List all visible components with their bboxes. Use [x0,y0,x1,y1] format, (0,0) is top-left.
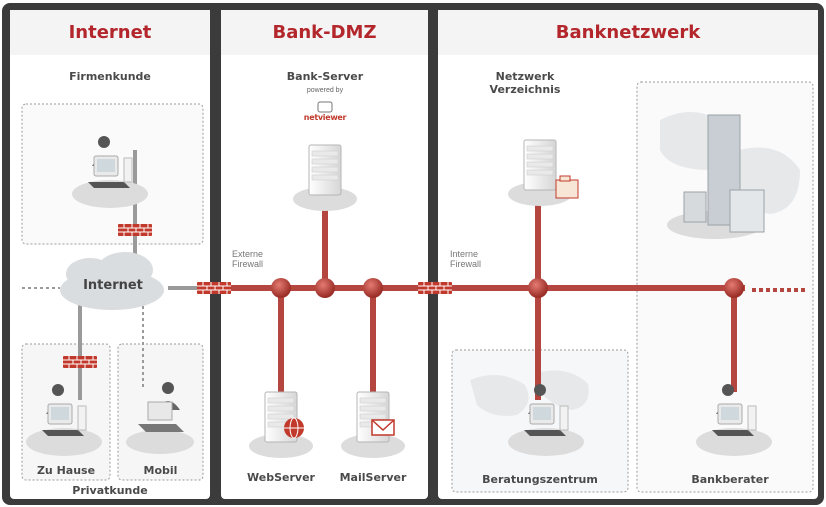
label-webserver: WebServer [247,471,315,484]
brick-wall-icon [62,355,98,369]
zone-title-bank: Banknetzwerk [555,22,701,43]
zone-title-internet: Internet [68,22,152,43]
brick-wall-icon [417,281,453,295]
folder-icon [555,175,579,199]
node-2 [315,278,335,298]
label-interne-firewall: Interne Firewall [450,249,510,269]
label-firmenkunde: Firmenkunde [69,70,151,83]
label-mobil: Mobil [143,464,178,477]
label-interne-line2: Firewall [450,259,482,269]
label-internet-cloud: Internet [83,278,143,293]
label-externe-firewall: Externe Firewall [232,249,292,269]
brick-wall-icon [117,223,153,237]
label-externe-line1: Externe [232,249,264,259]
zone-title-dmz: Bank-DMZ [272,22,377,43]
globe-icon [284,417,304,439]
label-beratungszentrum: Beratungszentrum [482,473,598,486]
title-bar-dmz [221,10,428,55]
node-5 [724,278,744,298]
label-zu-hause: Zu Hause [36,464,96,477]
laptop-user-icon [126,382,194,454]
label-verzeichnis: Verzeichnis [489,83,561,96]
label-bank-server: Bank-Server [286,70,364,83]
title-bar-internet [10,10,210,55]
label-privatkunde: Privatkunde [72,484,148,497]
envelope-icon [371,419,395,436]
label-netzwerk-verzeichnis: Netzwerk Verzeichnis [470,70,580,96]
title-bar-bank [438,10,818,55]
brick-wall-icon [196,281,232,295]
label-netzwerk: Netzwerk [495,70,555,83]
node-4 [528,278,548,298]
label-externe-line2: Firewall [232,259,264,269]
monitor-logo-icon [317,101,333,113]
label-interne-line1: Interne [450,249,479,259]
label-powered-by: powered by [306,87,344,94]
node-3 [363,278,383,298]
node-1 [271,278,291,298]
cloud-icon [60,252,164,310]
office-buildings-icon [667,114,765,239]
netviewer-logo: netviewer [303,113,347,122]
label-mailserver: MailServer [339,471,407,484]
label-bankberater: Bankberater [691,473,769,486]
